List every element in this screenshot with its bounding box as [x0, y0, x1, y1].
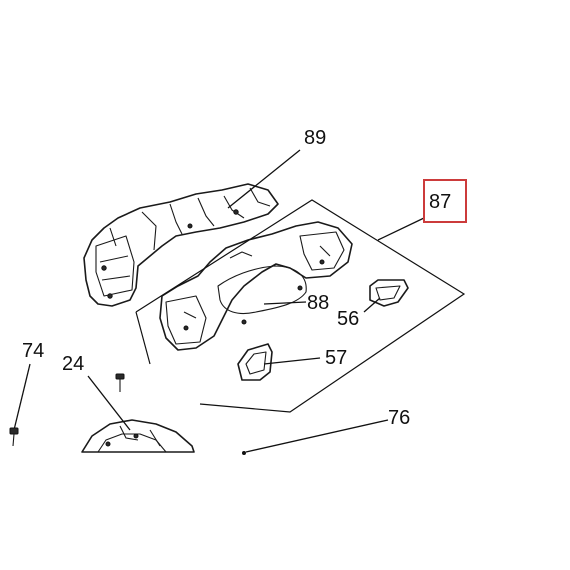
part-87-front-cowl: [159, 221, 353, 351]
callout-76: 76: [388, 407, 410, 429]
callout-57: 57: [325, 347, 347, 369]
assembly-frame-87: [135, 199, 466, 413]
leader-88: [263, 301, 307, 305]
callout-88: 88: [307, 292, 329, 314]
callout-74: 74: [22, 340, 44, 362]
leader-87: [377, 217, 425, 241]
leader-24: [87, 375, 131, 431]
callout-24: 24: [62, 353, 84, 375]
part-89-side-panel: [83, 183, 279, 307]
leader-76: [245, 419, 389, 453]
callout-56: 56: [337, 308, 359, 330]
callout-87: 87: [429, 191, 451, 213]
part-24-lower-fairing: [81, 419, 195, 453]
leader-56: [363, 297, 381, 313]
leader-57: [263, 357, 321, 365]
part-74-screw: [9, 363, 31, 447]
small-fastener: [115, 373, 125, 392]
part-57-lens: [237, 343, 273, 381]
callout-89: 89: [304, 127, 326, 149]
leader-76-endpoint: [242, 451, 246, 455]
leader-89: [227, 149, 301, 209]
highlight-box-87: [423, 179, 467, 223]
part-56-lens: [369, 279, 409, 307]
